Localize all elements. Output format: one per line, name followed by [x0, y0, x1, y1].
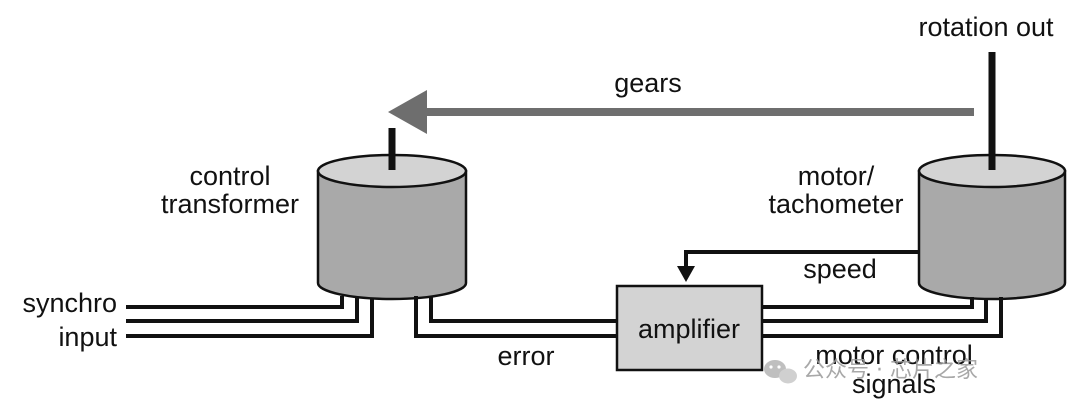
amplifier-box [615, 284, 764, 372]
synchro-input-label-line2: input [58, 322, 117, 352]
rotation-out-label: rotation out [918, 12, 1054, 42]
motor-control-signal-wires [762, 297, 1003, 338]
control-transformer-cylinder [316, 153, 468, 301]
control-transformer-label-line2: transformer [161, 189, 299, 219]
synchro-input-wires [126, 296, 374, 338]
gears-arrow [388, 90, 974, 134]
motor-tachometer-label-line1: motor/ [798, 161, 875, 191]
watermark-text: 公众号 · 芯片之家 [803, 358, 978, 383]
watermark: 公众号 · 芯片之家 [764, 358, 978, 384]
amplifier-label: amplifier [638, 314, 740, 344]
motor-control-signals-label-line1: motor control [815, 340, 973, 370]
wechat-icon [764, 360, 797, 384]
synchro-input-label-line1: synchro [22, 288, 117, 318]
speed-feedback-arrow [677, 250, 919, 282]
gears-label: gears [614, 68, 682, 98]
speed-label: speed [803, 254, 877, 284]
error-label: error [497, 341, 554, 371]
motor-tachometer-cylinder [917, 153, 1067, 301]
motor-control-signals-label-line2: signals [852, 369, 936, 399]
motor-tachometer-label-line2: tachometer [768, 189, 903, 219]
control-transformer-label-line1: control [189, 161, 270, 191]
error-signal-wires [414, 296, 617, 338]
